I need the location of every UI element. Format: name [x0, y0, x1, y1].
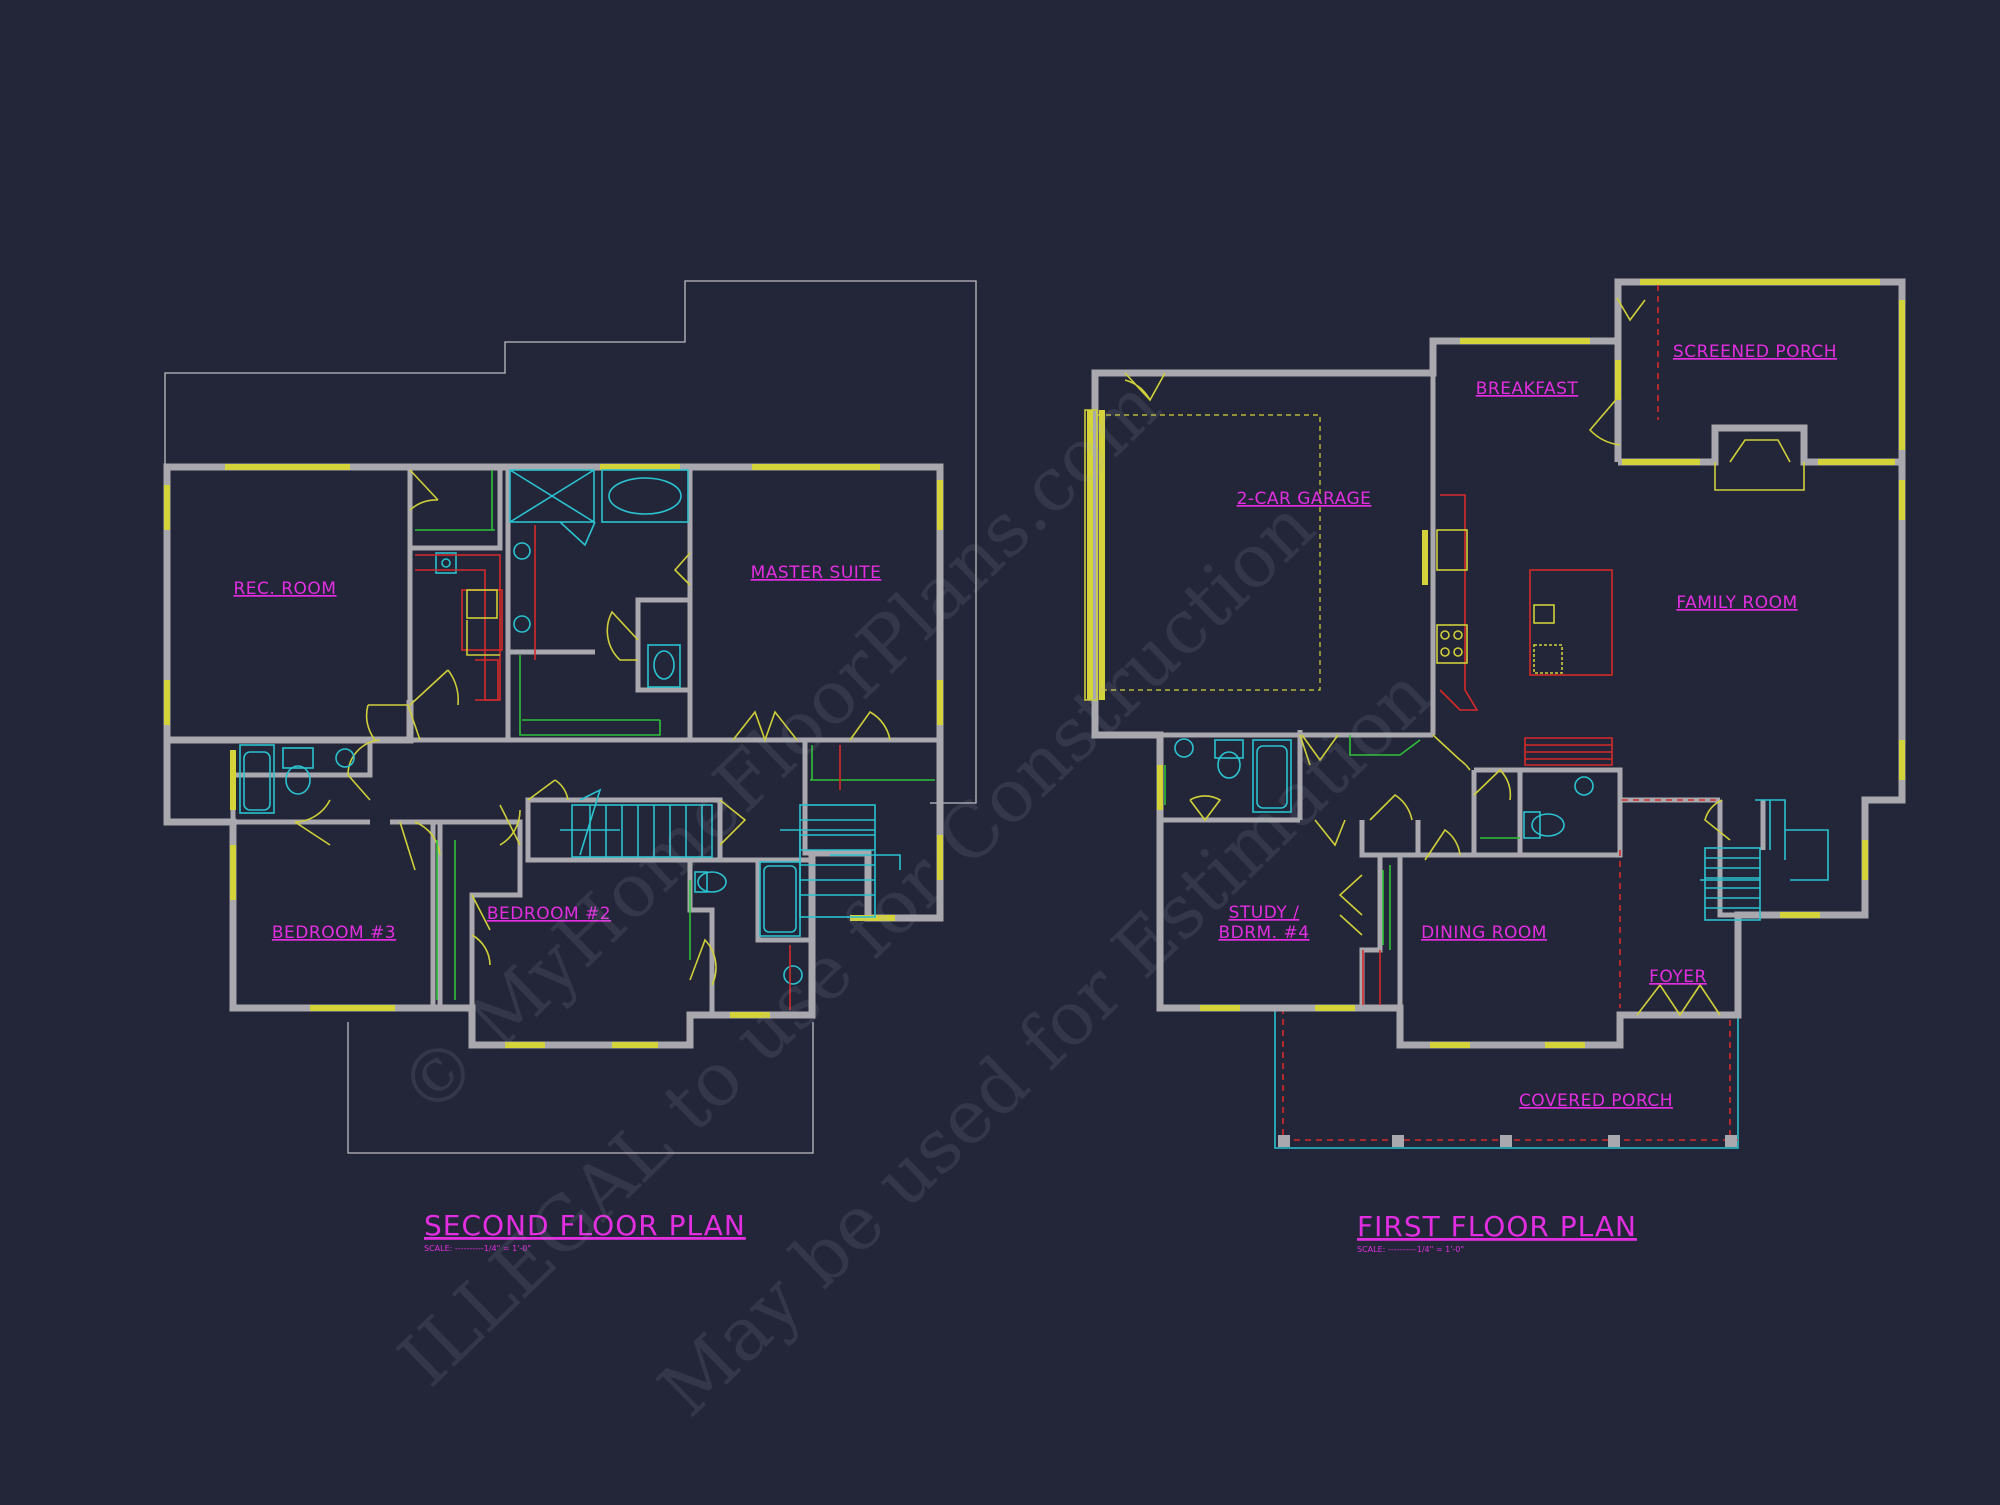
second-floor-cabinetry: [415, 470, 935, 1010]
room-label-family-room: FAMILY ROOM: [1676, 593, 1797, 613]
fireplace: [1714, 439, 1805, 491]
room-label-study-line1: STUDY /: [1229, 903, 1300, 923]
second-floor-roof-outline: [164, 280, 977, 804]
room-label-dining-room: DINING ROOM: [1421, 923, 1547, 943]
second-floor-rec-room-south-wall: [167, 700, 414, 744]
second-floor-title: SECOND FLOOR PLAN: [424, 1209, 746, 1242]
first-floor-interior-walls: [1095, 373, 1865, 1045]
second-floor-interior-walls: [230, 470, 940, 1015]
second-floor-porch-roof-outline: [347, 1022, 814, 1154]
first-floor-doors: [1124, 297, 1731, 1017]
porch-columns: [1278, 1135, 1737, 1147]
room-label-garage: 2-CAR GARAGE: [1237, 489, 1372, 509]
room-label-bedroom-3: BEDROOM #3: [272, 923, 396, 943]
first-floor-scale: SCALE: ----------1/4" = 1'-0": [1357, 1245, 1464, 1254]
second-floor-windows: [164, 464, 943, 1048]
second-floor-stair: [560, 788, 901, 918]
first-floor-windows: [1087, 279, 1905, 1048]
second-floor-scale: SCALE: ----------1/4" = 1'-0": [424, 1244, 531, 1253]
room-label-covered-porch: COVERED PORCH: [1519, 1091, 1673, 1111]
first-floor-title: FIRST FLOOR PLAN: [1357, 1210, 1637, 1243]
second-floor-doors: [294, 469, 891, 986]
second-floor-plan: REC. ROOM MASTER SUITE BEDROOM #3 BEDROO…: [163, 280, 977, 1253]
room-label-study-line2: BDRM. #4: [1218, 923, 1309, 943]
first-floor-bath-fixtures: [1164, 738, 1594, 1005]
room-label-master-suite: MASTER SUITE: [751, 563, 882, 583]
second-floor-bath-fixtures: [239, 469, 803, 985]
room-label-foyer: FOYER: [1649, 967, 1707, 987]
kitchen-cabinetry: [1436, 285, 1720, 1008]
covered-porch-outline: [1274, 1008, 1739, 1149]
screened-porch-south-wall: [1618, 424, 1902, 466]
room-label-rec-room: REC. ROOM: [234, 579, 337, 599]
first-floor-stair: [1700, 799, 1829, 921]
first-floor-plan: 2-CAR GARAGE BREAKFAST SCREENED PORCH FA…: [1084, 278, 1906, 1254]
room-label-breakfast: BREAKFAST: [1476, 379, 1579, 399]
second-floor-exterior-wall: [163, 463, 944, 1049]
room-label-bedroom-2: BEDROOM #2: [487, 904, 611, 924]
garage-details: [1084, 409, 1421, 766]
room-label-screened-porch: SCREENED PORCH: [1673, 342, 1837, 362]
